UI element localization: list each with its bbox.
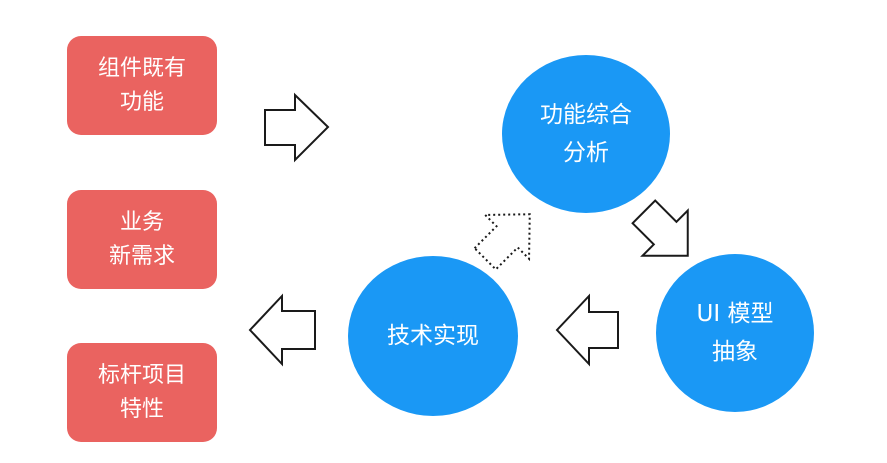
cycle-node-label: 分析 bbox=[563, 140, 609, 166]
block-arrow-down-right-icon bbox=[631, 199, 689, 257]
cycle-node-label: 技术实现 bbox=[387, 323, 479, 349]
block-arrow-right-icon bbox=[264, 92, 330, 163]
source-box-label: 组件既有 bbox=[97, 55, 186, 81]
source-box-label: 标杆项目 bbox=[97, 362, 186, 388]
source-box-existing-features: 组件既有 功能 bbox=[67, 36, 217, 135]
source-box-label: 业务 bbox=[119, 209, 164, 235]
source-box-label: 功能 bbox=[119, 89, 164, 115]
cycle-node-label: 抽象 bbox=[712, 339, 758, 365]
block-arrow-left-icon bbox=[248, 293, 316, 367]
block-arrow-left-icon bbox=[555, 293, 619, 367]
cycle-node-abstraction: UI 模型 抽象 bbox=[656, 254, 814, 412]
source-box-label: 特性 bbox=[119, 396, 164, 422]
source-box-benchmark-features: 标杆项目 特性 bbox=[67, 343, 217, 442]
source-box-business-needs: 业务 新需求 bbox=[67, 190, 217, 289]
cycle-node-analysis: 功能综合 分析 bbox=[502, 55, 670, 213]
cycle-node-label: UI 模型 bbox=[696, 301, 774, 327]
source-box-label: 新需求 bbox=[108, 243, 175, 269]
cycle-node-label: 功能综合 bbox=[540, 102, 632, 128]
cycle-node-implementation: 技术实现 bbox=[348, 256, 518, 416]
dotted-block-arrow-up-right-icon bbox=[473, 213, 531, 271]
